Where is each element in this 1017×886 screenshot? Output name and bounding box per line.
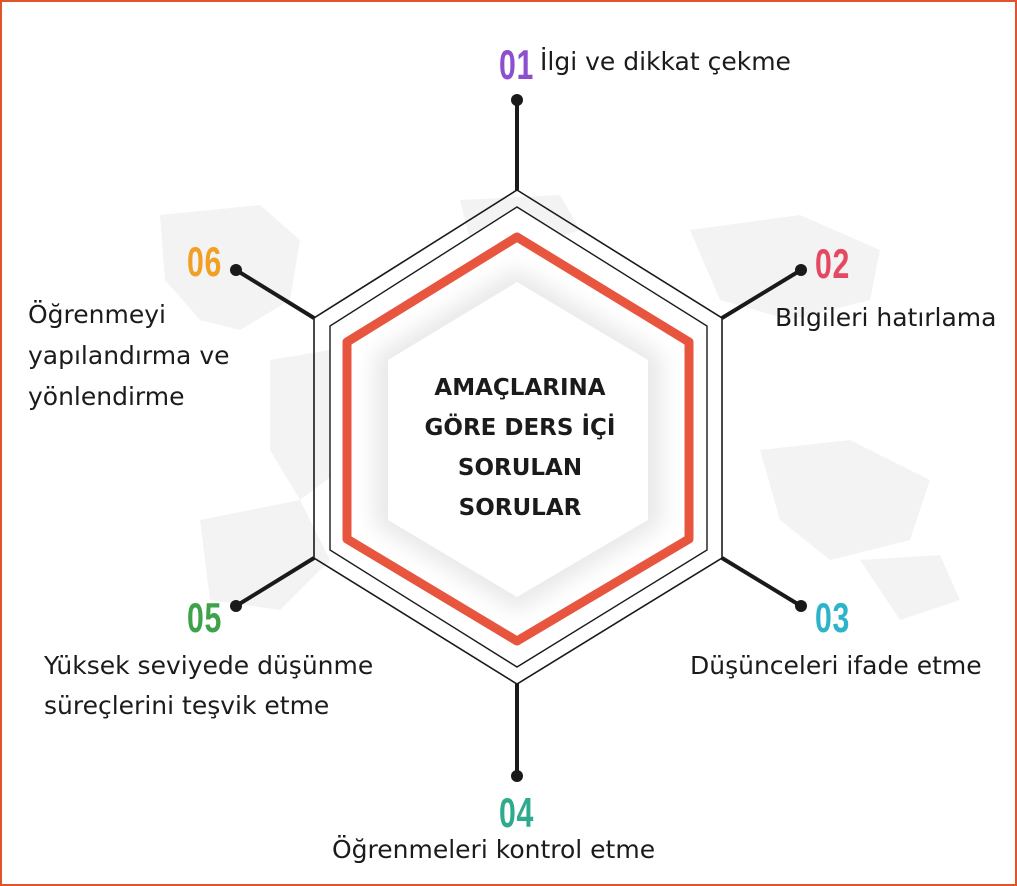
connector-05: [234, 556, 316, 608]
item-02-number: 02: [815, 240, 851, 287]
center-title-line: GÖRE DERS İÇİ: [424, 415, 616, 441]
outer-hexagon: [313, 189, 723, 685]
dot-02: [795, 264, 807, 276]
inner-hexagon: [388, 282, 648, 597]
item-06-number: 06: [187, 238, 223, 285]
item-04-label: Öğrenmeleri kontrol etme: [332, 835, 656, 864]
center-title-line: SORULAN: [457, 455, 583, 481]
dot-05: [230, 600, 242, 612]
dot-01: [511, 94, 523, 106]
center-title-line: SORULAR: [458, 495, 582, 521]
item-03-label: Düşünceleri ifade etme: [690, 651, 982, 680]
item-06-label-line-2: yapılandırma ve: [28, 341, 230, 370]
connector-lines: [234, 100, 803, 776]
item-05-number: 05: [187, 594, 223, 641]
item-01-number: 01: [499, 41, 535, 88]
item-01-label: İlgi ve dikkat çekme: [540, 47, 791, 76]
item-02-label: Bilgileri hatırlama: [775, 303, 997, 332]
connector-dots: [230, 94, 807, 782]
connector-02: [720, 268, 803, 320]
item-04-number: 04: [499, 789, 535, 836]
item-05-label-line-2: süreçlerini teşvik etme: [44, 691, 330, 720]
dot-06: [230, 264, 242, 276]
item-05-label-line-1: Yüksek seviyede düşünme: [44, 651, 374, 680]
dot-03: [795, 600, 807, 612]
connector-06: [234, 268, 316, 320]
center-title: AMAÇLARINA GÖRE DERS İÇİ SORULAN SORULAR: [370, 368, 670, 528]
item-06-label-line-3: yönlendirme: [28, 382, 185, 411]
dot-04: [511, 770, 523, 782]
item-06-label-line-1: Öğrenmeyi: [28, 300, 166, 329]
connector-03: [720, 556, 803, 608]
center-title-line: AMAÇLARINA: [434, 375, 606, 401]
item-03-number: 03: [815, 594, 851, 641]
world-map-background: [160, 195, 960, 620]
